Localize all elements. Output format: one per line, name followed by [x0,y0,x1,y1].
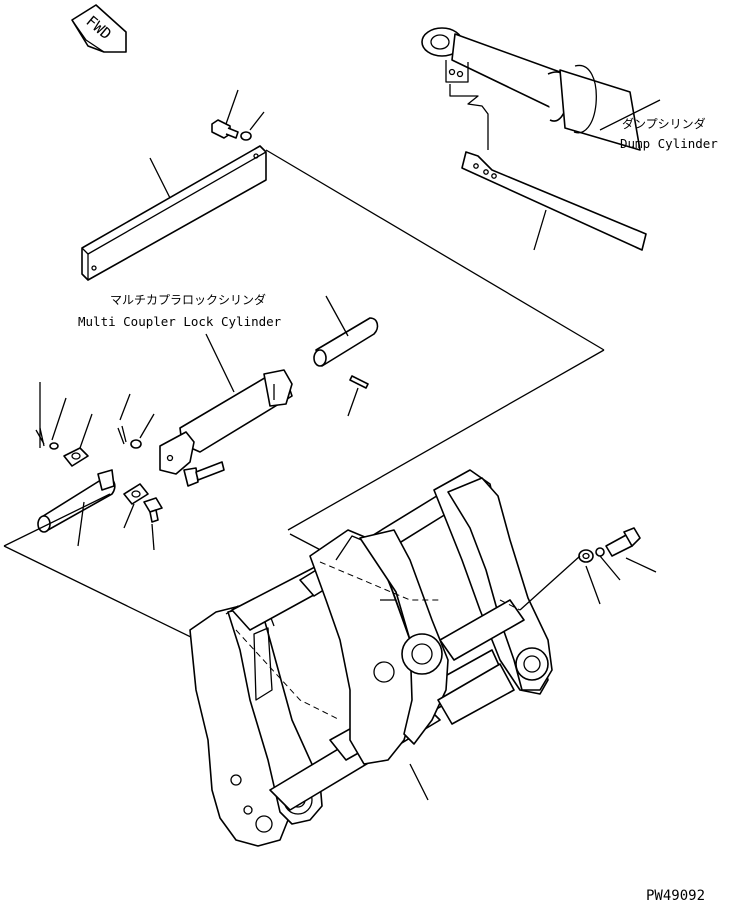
bolt-cylinder [183,461,225,487]
bracket-bar [461,151,647,251]
dump-cylinder [421,27,641,151]
coupler-frame [189,469,553,847]
fwd-arrow-icon: FWD [71,4,127,53]
dump-cylinder-label-en: Dump Cylinder [620,136,718,151]
washer-left-1 [49,442,59,450]
link-plate-left [63,447,89,467]
dump-cylinder-label-jp: ダンプシリンダ [622,116,706,131]
bolt-right [605,527,641,557]
drawing-code: PW49092 [646,888,705,904]
washer-right [578,549,594,563]
plate [81,145,267,281]
lock-cylinder-label-jp: マルチカプラロックシリンダ [110,292,266,307]
pin-lower [37,469,116,533]
lock-cylinder-label-en: Multi Coupler Lock Cylinder [78,314,282,329]
cotter-pin-left [35,427,45,447]
cotter-pin-center [117,425,127,445]
link-plate-lower [123,483,149,505]
bolt-top [211,119,239,139]
washer-top [240,131,252,141]
lock-washer-right [595,547,605,557]
washer-center [130,439,142,449]
lock-cylinder [159,369,293,475]
bolt-lower [143,497,163,523]
pin-upper [313,317,379,389]
